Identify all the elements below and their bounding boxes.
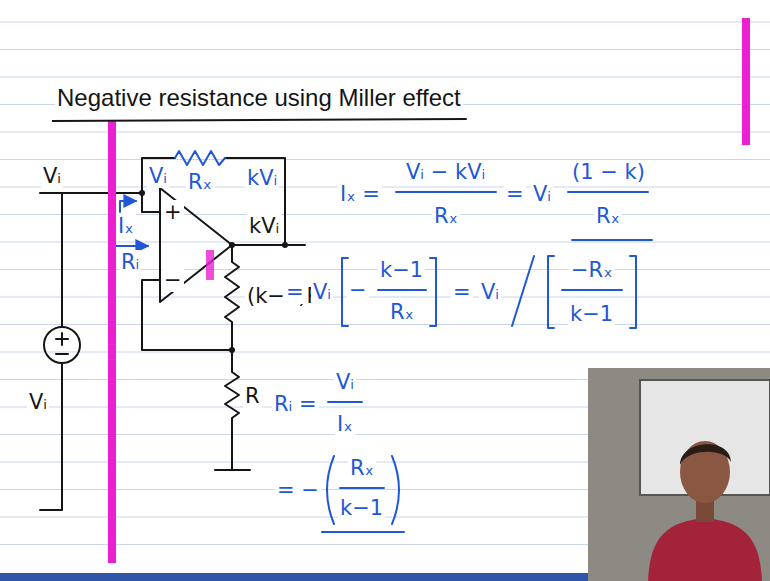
bracket [630, 256, 636, 328]
denominator: Rₓ [388, 300, 416, 324]
current-label: Iₓ [116, 214, 136, 238]
webcam-frame [588, 368, 770, 581]
junction-dot [282, 242, 288, 248]
bracket [548, 256, 554, 328]
wire [142, 280, 232, 350]
title: Negative resistance using Miller effect [55, 84, 463, 112]
numerator: Vᵢ − kVᵢ [404, 160, 487, 184]
resistor-label: Rₓ [186, 170, 214, 194]
equation-term: Rᵢ = [272, 392, 319, 416]
fraction-bar [568, 191, 648, 193]
minus-sign: − [347, 278, 369, 302]
numerator: Rₓ [348, 456, 376, 480]
numerator: (1 − k) [570, 160, 647, 184]
equals-sign: = [504, 182, 526, 206]
fraction-bar [562, 289, 622, 291]
equation-term: Vᵢ [479, 280, 501, 304]
source-label: Vᵢ [27, 390, 49, 414]
wire [225, 158, 285, 245]
opamp-symbol [160, 188, 232, 302]
fraction-bar [378, 289, 426, 291]
equation-term: Vᵢ [311, 280, 333, 304]
fraction-bar [396, 191, 496, 193]
resistor-symbol [175, 151, 225, 165]
input-sign: − [162, 268, 184, 292]
source-sign [56, 333, 68, 354]
resistance-label: Rᵢ [119, 250, 141, 274]
wire [142, 158, 175, 193]
output-label: kVᵢ [247, 214, 281, 238]
equals-sign: = [284, 280, 306, 304]
denominator: Rₓ [432, 204, 460, 228]
wire [40, 363, 62, 510]
ruled-line [0, 49, 770, 50]
resistor-symbol [225, 245, 239, 350]
numerator: Vᵢ [334, 370, 356, 394]
highlight-bar [742, 18, 750, 145]
ground-symbol [215, 469, 250, 471]
node-label: kVᵢ [245, 166, 279, 190]
equation-term: Iₓ = [338, 182, 382, 206]
webcam-person [680, 441, 730, 503]
node-label: Vᵢ [147, 164, 169, 188]
equation-term: Vᵢ [531, 182, 553, 206]
division-slash [512, 256, 534, 326]
wire [61, 193, 63, 327]
denominator: k−1 [338, 496, 385, 520]
ruled-line [0, 77, 770, 78]
ruled-line [0, 22, 770, 23]
title-underline [52, 119, 467, 121]
parenthesis [392, 456, 399, 524]
parenthesis [327, 456, 334, 524]
resistor-symbol [225, 350, 239, 470]
fraction-bar [340, 487, 384, 489]
wire [232, 244, 305, 246]
denominator: k−1 [568, 302, 615, 326]
current-arrow [120, 201, 136, 212]
highlight-mark [206, 250, 214, 280]
webcam-person [680, 444, 731, 465]
denominator: Rₓ [594, 204, 622, 228]
resistance-arrow [116, 245, 148, 247]
underline [572, 239, 652, 241]
numerator: −Rₓ [569, 258, 615, 282]
input-sign: + [162, 200, 184, 224]
resistor-label: R [243, 384, 262, 408]
fraction-bar [328, 401, 362, 403]
equals-sign: = [451, 280, 473, 304]
equation-term: = − [275, 478, 321, 502]
numerator: k−1 [378, 258, 425, 282]
junction-dot [229, 242, 235, 248]
bracket [430, 258, 436, 326]
webcam-person [648, 518, 762, 581]
denominator: Iₓ [335, 412, 355, 436]
source-symbol [44, 327, 80, 363]
junction-dot [229, 347, 235, 353]
junction-dot [139, 190, 145, 196]
underline [322, 531, 404, 533]
highlight-bar [108, 120, 116, 563]
node-label: Vᵢ [41, 164, 63, 188]
